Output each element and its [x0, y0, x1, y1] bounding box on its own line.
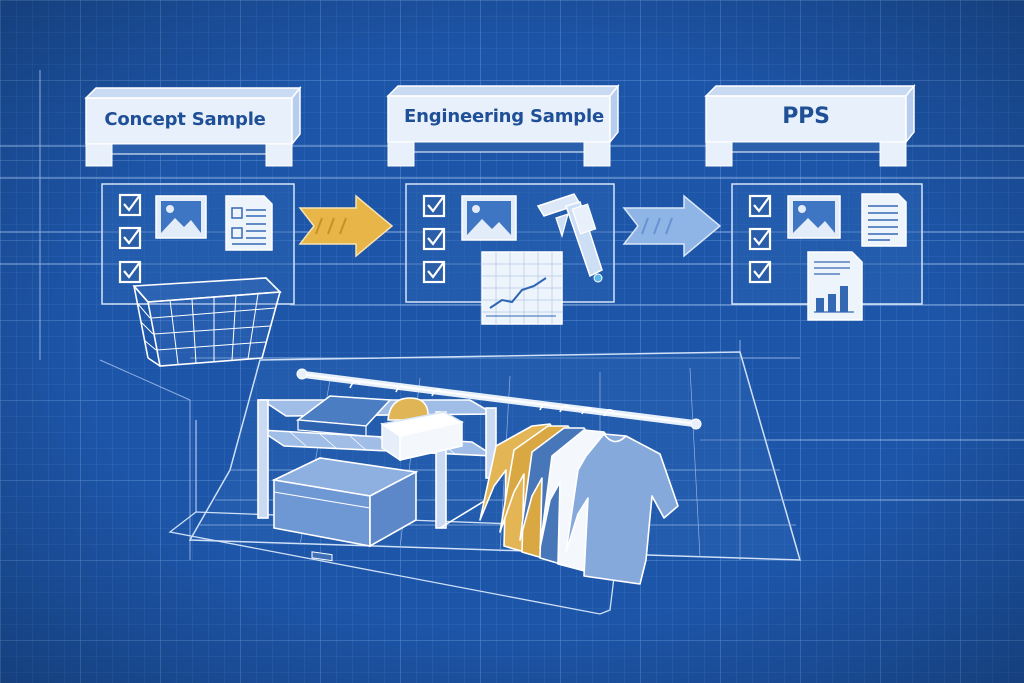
- stage-title-engineering: Engineering Sample: [404, 105, 604, 127]
- stage-banner-concept: [84, 85, 302, 167]
- stage-title-concept: Concept Sample: [104, 108, 266, 130]
- image-icon: [155, 195, 207, 239]
- stage-title-pps: PPS: [782, 103, 830, 129]
- document-icon: [225, 195, 273, 251]
- shirt-icon: [479, 423, 679, 585]
- caliper-icon: [536, 193, 603, 283]
- checkbox-icon: [118, 193, 142, 284]
- image-icon: [461, 195, 517, 241]
- document-icon: [861, 193, 907, 247]
- storage-box-icon: [271, 457, 419, 562]
- arrow-icon: [622, 194, 722, 258]
- checkbox-icon: [422, 194, 446, 284]
- bar-chart-document-icon: [807, 251, 863, 321]
- clothing-rack-icon: [296, 368, 702, 430]
- graph-sheet-icon: [481, 251, 563, 325]
- image-icon: [787, 195, 841, 239]
- stage-banner-engineering: [386, 83, 620, 167]
- folded-fabric-icon: [295, 395, 392, 437]
- sample-box-icon: [380, 397, 465, 462]
- checkbox-icon: [748, 194, 772, 284]
- basket-icon: [132, 277, 282, 367]
- stage-banner-pps: [704, 83, 916, 167]
- arrow-icon: [298, 194, 394, 258]
